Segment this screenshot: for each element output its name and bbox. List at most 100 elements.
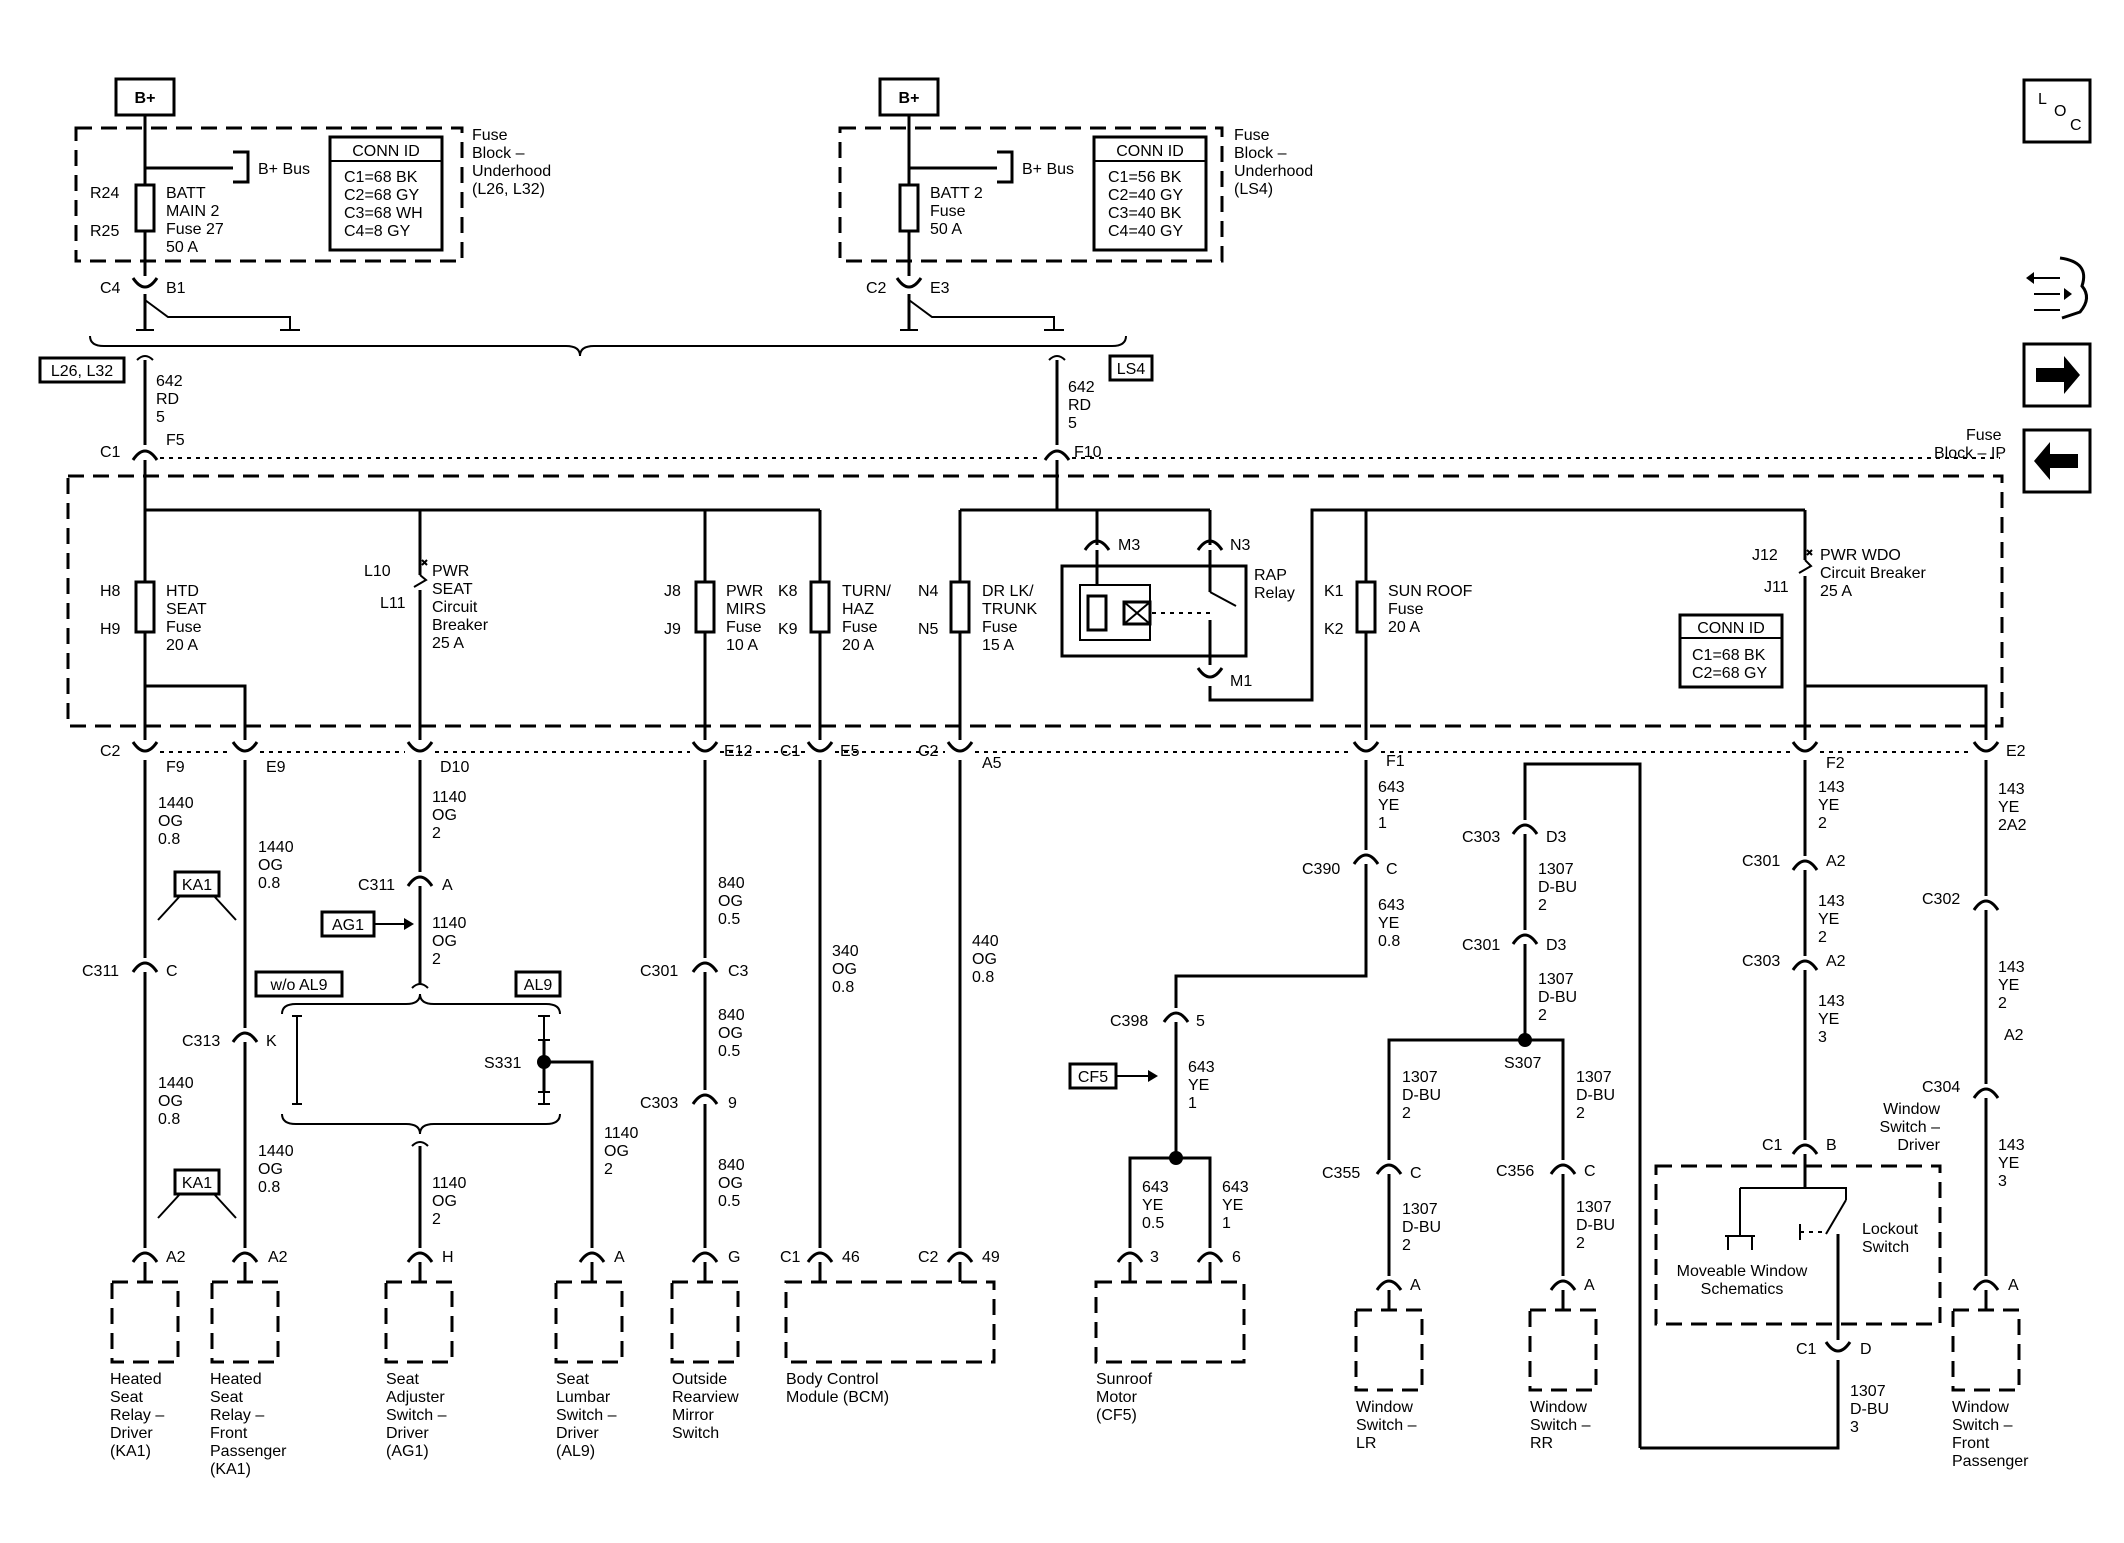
conn-id-list-left: C1=68 BK C2=68 GY C3=68 WH C4=8 GY xyxy=(344,169,427,240)
c313-label: C313 xyxy=(182,1033,220,1050)
conn-id-title-left: CONN ID xyxy=(352,143,420,160)
turn-haz-fuse xyxy=(809,580,831,634)
b-plus-box-right xyxy=(878,77,940,117)
c1-left-label: C1 xyxy=(100,444,121,461)
conn-id-list-right: C1=56 BK C2=40 GY C3=40 BK C4=40 GY xyxy=(1108,169,1187,240)
option-brace-upper xyxy=(281,993,561,1015)
j8-label: J8 xyxy=(664,583,681,600)
d3-label-2: D3 xyxy=(1546,937,1567,954)
fuse-block-underhood-right-title: Fuse Block – Underhood (LS4) xyxy=(1234,127,1318,198)
a2-driver-label-1: A2 xyxy=(1826,853,1846,870)
b-driver-label: B xyxy=(1826,1137,1837,1154)
cf5-label: CF5 xyxy=(1078,1069,1108,1086)
l10-label: L10 xyxy=(364,563,391,580)
conn-id-list-ip: C1=68 BK C2=68 GY xyxy=(1692,647,1770,682)
c390-label: C390 xyxy=(1302,861,1340,878)
d3-label-1: D3 xyxy=(1546,829,1567,846)
htd-seat-label: HTD SEAT Fuse 20 A xyxy=(166,583,211,654)
c-label-1: C xyxy=(166,963,178,980)
h9-label: H9 xyxy=(100,621,121,638)
n3-label: N3 xyxy=(1230,537,1251,554)
k9-label: K9 xyxy=(778,621,798,638)
h-label: H xyxy=(442,1249,454,1266)
c301-driver-label: C301 xyxy=(1742,853,1780,870)
window-switch-lr xyxy=(1354,1308,1424,1392)
c1-mid-label: C1 xyxy=(780,743,801,760)
batt-main-fuse xyxy=(134,183,156,233)
k1-label: K1 xyxy=(1324,583,1344,600)
c301-mirror-label: C301 xyxy=(640,963,678,980)
b1-label: B1 xyxy=(166,280,186,297)
c2-mid-label: C2 xyxy=(918,743,939,760)
bus-label-left: B+ Bus xyxy=(258,161,310,178)
r24-label: R24 xyxy=(90,185,119,202)
pin-6-label: 6 xyxy=(1232,1249,1241,1266)
c355-label: C355 xyxy=(1322,1165,1360,1182)
sun-roof-fuse xyxy=(1355,580,1377,634)
j9-label: J9 xyxy=(664,621,681,638)
ka1-label-1: KA1 xyxy=(182,877,212,894)
seat-lumbar-switch xyxy=(554,1280,624,1364)
pin-46-label: 46 xyxy=(842,1249,860,1266)
c303-mirror-label: C303 xyxy=(640,1095,678,1112)
previous-page-icon[interactable] xyxy=(2022,428,2092,494)
seat-adjuster-switch xyxy=(384,1280,454,1364)
a2-driver-label-2: A2 xyxy=(1826,953,1846,970)
wo-al9-label: w/o AL9 xyxy=(270,977,328,994)
batt2-label: BATT 2 Fuse 50 A xyxy=(930,185,987,238)
c2-top-label: C2 xyxy=(866,280,887,297)
al9-label: AL9 xyxy=(524,977,553,994)
a2-pass-label: A2 xyxy=(2004,1027,2024,1044)
next-page-icon[interactable] xyxy=(2022,342,2092,408)
r25-label: R25 xyxy=(90,223,119,240)
ka1-box-2 xyxy=(173,1168,221,1196)
f2-label: F2 xyxy=(1826,755,1845,772)
outside-mirror-switch xyxy=(670,1280,740,1364)
n4-label: N4 xyxy=(918,583,939,600)
c3-label: C3 xyxy=(728,963,749,980)
f9-label: F9 xyxy=(166,759,185,776)
window-switch-rr xyxy=(1528,1308,1598,1392)
connector-tool-icon[interactable] xyxy=(2026,256,2088,320)
pwr-wdo-label: PWR WDO Circuit Breaker 25 A xyxy=(1820,547,1930,600)
batt-main-label: BATT MAIN 2 Fuse 27 50 A xyxy=(166,185,228,256)
c356-label: C356 xyxy=(1496,1163,1534,1180)
g-label: G xyxy=(728,1249,740,1266)
ka1-label-2: KA1 xyxy=(182,1175,212,1192)
loc-icon[interactable]: L O C xyxy=(2022,78,2092,144)
conn-id-title-right: CONN ID xyxy=(1116,143,1184,160)
a2-label-2: A2 xyxy=(268,1249,288,1266)
c302-label: C302 xyxy=(1922,891,1960,908)
bus-label-right: B+ Bus xyxy=(1022,161,1074,178)
fuse-block-ip-title: Fuse Block – IP xyxy=(1934,427,2006,462)
ip-connectors xyxy=(131,741,2000,753)
pwr-mirs-label: PWR MIRS Fuse 10 A xyxy=(726,583,770,654)
pin-49-label: 49 xyxy=(982,1249,1000,1266)
svg-text:O: O xyxy=(2054,103,2066,120)
a-pass-label: A xyxy=(2008,1277,2019,1294)
sunroof-motor xyxy=(1094,1280,1246,1364)
window-switch-driver xyxy=(1654,1164,1942,1326)
conn-id-box-right xyxy=(1092,135,1208,252)
c304-label: C304 xyxy=(1922,1079,1960,1096)
